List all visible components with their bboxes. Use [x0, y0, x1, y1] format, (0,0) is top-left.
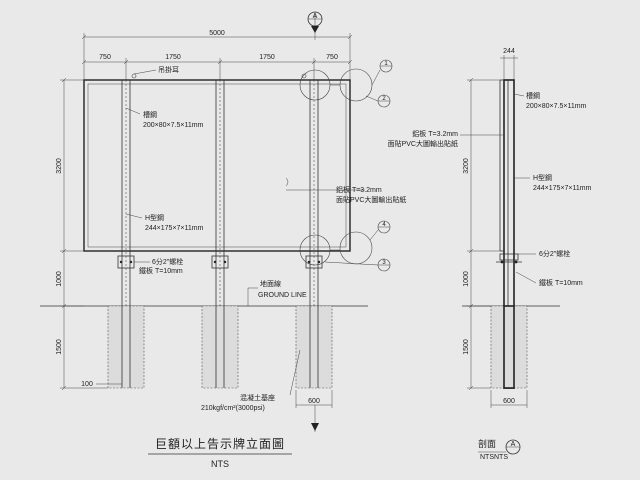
overall-width-label: 5000 — [209, 30, 225, 37]
detail-circles: 1 2 3 4 — [299, 59, 393, 272]
section-frame-height-label: 3200 — [463, 158, 470, 174]
frame-height-label: 3200 — [56, 158, 63, 174]
section-marker-top: A — [307, 11, 323, 40]
section-marker-letter: A — [511, 441, 516, 448]
elevation-view: A 5000 750 1750 1750 750 — [40, 11, 406, 469]
sign-panel-frame — [83, 79, 351, 252]
panel-label: 鋁板 T=3.2mm — [336, 185, 382, 194]
channel-label: 槽鋼 — [143, 110, 157, 119]
foundations — [107, 305, 333, 389]
svg-text:2: 2 — [382, 96, 386, 102]
anchor-bolt-label: 6分2"螺栓 — [152, 257, 183, 266]
svg-text:4: 4 — [382, 222, 386, 228]
post-height-label: 1000 — [56, 271, 63, 287]
elevation-title-block: 巨額以上告示牌立面圖 NTS — [148, 436, 292, 469]
ground-line-en-label: GROUND LINE — [258, 292, 307, 299]
section-channel-size-label: 200×80×7.5×11mm — [526, 103, 587, 110]
section-foundation-depth-label: 1500 — [463, 339, 470, 355]
h-beam-label: H型鋼 — [145, 213, 164, 222]
section-marker-letter: A — [313, 13, 318, 20]
overall-width-dimension: 5000 — [81, 30, 353, 80]
section-title: 剖面 — [478, 438, 496, 449]
base-plate-label: 鐵板 T=10mm — [139, 266, 183, 275]
lifting-ear-label: 吊掛耳 — [158, 65, 179, 74]
h-beam-size-label: 244×175×7×11mm — [145, 225, 204, 232]
detail-marker-4: 4 — [377, 220, 391, 234]
elevation-scale: NTS — [211, 459, 229, 469]
segment-3-label: 1750 — [259, 54, 275, 61]
section-panel-finish-label: 面貼PVC大圖輸出貼紙 — [388, 139, 458, 148]
foundation-width-dimension: 600 — [295, 390, 333, 408]
segment-dimensions: 750 1750 1750 750 — [81, 54, 353, 80]
segment-1-label: 750 — [99, 54, 111, 61]
section-foundation-width-label: 600 — [503, 398, 515, 405]
detail-marker-1: 1 — [379, 59, 393, 73]
segment-4-label: 750 — [326, 54, 338, 61]
section-title-block: 剖面 A NTS NTS — [478, 438, 521, 461]
section-scale: NTS — [480, 454, 494, 461]
svg-text:3: 3 — [382, 260, 386, 266]
section-h-beam-label: H型鋼 — [533, 173, 552, 182]
elevation-title: 巨額以上告示牌立面圖 — [155, 436, 285, 451]
detail-marker-3: 3 — [377, 258, 391, 272]
section-callouts: 槽鋼 200×80×7.5×11mm 鋁板 T=3.2mm 面貼PVC大圖輸出貼… — [388, 91, 592, 287]
svg-text:1: 1 — [384, 61, 388, 67]
section-panel-label: 鋁板 T=3.2mm — [412, 129, 458, 138]
section-vertical-dimensions: 3200 1000 1500 — [463, 77, 500, 391]
section-view: 244 — [388, 48, 592, 461]
section-scale-repeat: NTS — [494, 454, 508, 461]
section-anchor-bolt-label: 6分2"螺栓 — [539, 249, 570, 258]
section-width-dimension: 244 — [500, 48, 518, 80]
section-width-label: 244 — [503, 48, 515, 55]
ground-line-zh-label: 地面線 — [260, 279, 281, 288]
section-post-height-label: 1000 — [463, 271, 470, 287]
concrete-base-label: 混凝土基座 — [240, 393, 275, 402]
channel-size-label: 200×80×7.5×11mm — [143, 122, 204, 129]
section-channel-label: 槽鋼 — [526, 91, 540, 100]
section-base-plate-label: 鐵板 T=10mm — [539, 278, 583, 287]
elevation-callouts: 吊掛耳 槽鋼 200×80×7.5×11mm 鋁板 T=3.2mm 面貼PVC大… — [125, 65, 406, 412]
segment-2-label: 1750 — [165, 54, 181, 61]
concrete-strength-label: 210kgf/cm²(3000psi) — [201, 405, 265, 412]
foundation-width-label: 600 — [308, 398, 320, 405]
section-h-beam-size-label: 244×175×7×11mm — [533, 185, 592, 192]
section-marker-bottom — [311, 405, 319, 432]
panel-finish-label: 面貼PVC大圖輸出貼紙 — [336, 195, 406, 204]
offset-label: 100 — [81, 381, 93, 388]
left-vertical-dimensions: 3200 1000 1500 100 — [56, 77, 122, 391]
section-foundation-width-dimension: 600 — [490, 390, 528, 408]
foundation-depth-label: 1500 — [56, 339, 63, 355]
section-foundation — [490, 305, 528, 389]
detail-marker-2: 2 — [377, 94, 391, 108]
